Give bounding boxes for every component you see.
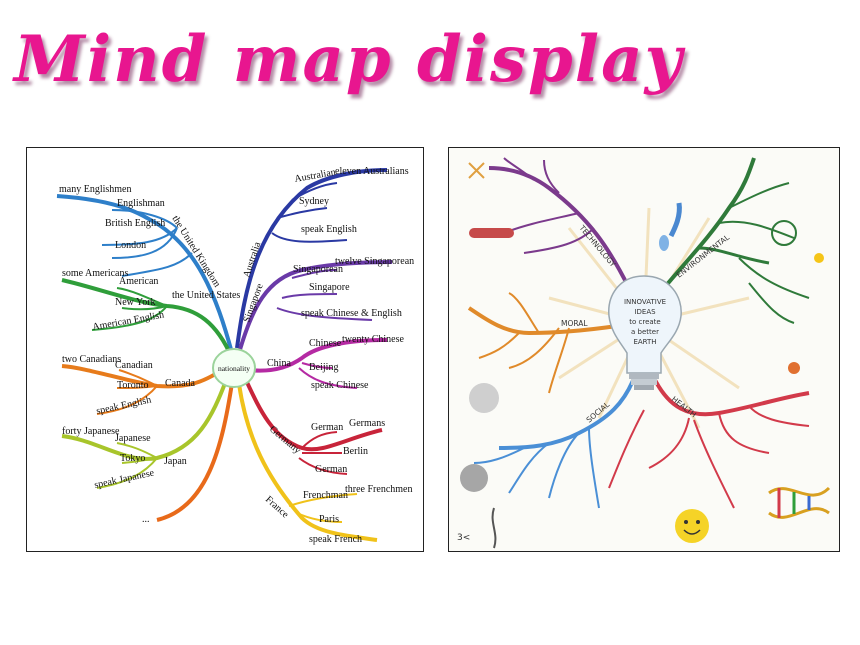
satellite-icon [468,162,485,179]
leaf-englishman: Englishman [117,198,165,209]
bulb-line-1: INNOVATIVE [624,298,666,306]
leaf-german-2: German [315,464,347,475]
leaf-paris: Paris [319,514,339,525]
leaf-many-englishmen: many Englishmen [59,184,132,195]
leaf-berlin: Berlin [343,446,368,457]
branch-label-japan: Japan [164,456,187,467]
branch-canada: Canada two Canadians Canadian Toronto sp… [61,354,224,417]
bulb-line-5: EARTH [633,338,656,346]
leaf-speak-english-au: speak English [301,224,357,235]
innovative-ideas-mind-map-graphic: TECHNOLOGY ENVIRONMENTAL MORAL [457,157,831,549]
lightbulb-icon: INNOVATIVE IDEAS to create a better EART… [608,275,682,390]
branch-more: ... [142,382,234,525]
leaf-london: London [115,240,146,251]
branch-china: China Chinese twenty Chinese Beijing spe… [248,334,404,391]
leaf-speak-english-ca: speak English [95,395,152,417]
leaf-three-frenchmen: three Frenchmen [345,484,412,495]
artist-signature: 3< [457,533,470,543]
nationality-mind-map-graphic: the United Kingdom many Englishmen Engli… [56,166,414,545]
leaf-british-english: British English [105,218,165,229]
leaf-american-english: American English [92,310,165,333]
leaf-speak-chinese: speak Chinese [311,380,369,391]
branch-label-us: the United States [172,290,240,301]
branch-technology: TECHNOLOGY [468,157,631,289]
innovative-ideas-mind-map: TECHNOLOGY ENVIRONMENTAL MORAL [448,147,840,552]
branch-label-moral: MORAL [561,319,588,328]
leaf-speak-chinese-english: speak Chinese & English [301,308,402,319]
leaf-frenchman: Frenchman [303,490,348,501]
bulb-line-3: to create [629,318,660,326]
missile-icon [469,228,514,238]
branch-singapore: Singapore Singaporean twelve Singaporean… [237,256,414,354]
slide-title: Mind map display [14,22,684,97]
rope-icon [491,507,497,549]
leaf-speak-japanese: speak Japanese [93,467,155,491]
leaf-forty-japanese: forty Japanese [62,426,120,437]
branch-label-china: China [267,358,291,369]
leaf-some-americans: some Americans [62,268,128,279]
leaf-twelve-singaporean: twelve Singaporean [335,256,414,267]
leaf-two-canadians: two Canadians [62,354,121,365]
branch-label-germany: Germany [267,424,303,456]
smiley-icon [675,509,709,543]
carrot-icon [788,362,800,374]
dna-icon [768,486,831,519]
leaf-germans: Germans [349,418,385,429]
center-label: nationality [218,364,250,373]
leaf-singaporean: Singaporean [293,264,343,275]
plate-icon [460,464,488,492]
leaf-singapore: Singapore [309,282,350,293]
nationality-mind-map: the United Kingdom many Englishmen Engli… [26,147,424,552]
branch-label-australia: Australia [241,240,263,279]
meditation-icon [469,383,499,413]
center-node: nationality [212,348,256,388]
branch-label-canada: Canada [165,378,196,389]
sun-icon [814,253,824,263]
leaf-toronto: Toronto [117,380,149,391]
leaf-sydney: Sydney [299,196,329,207]
leaf-canadian: Canadian [115,360,153,371]
branch-moral: MORAL [467,292,618,413]
leaf-german: German [311,422,343,433]
leaf-eleven-australians: eleven Australians [335,166,409,177]
leaf-american: American [119,276,158,287]
bulb-line-2: IDEAS [634,308,656,316]
leaf-new-york: New York [115,297,156,308]
leaf-beijing: Beijing [309,362,338,373]
leaf-speak-french: speak French [309,534,362,545]
branch-germany: Germany German Germans Berlin German [243,377,385,475]
branch-label-more: ... [142,514,150,525]
leaf-japanese: Japanese [115,433,151,444]
leaf-tokyo: Tokyo [120,453,145,464]
leaf-twenty-chinese: twenty Chinese [342,334,404,345]
leaf-chinese: Chinese [309,338,342,349]
water-drop-icon [668,202,682,238]
bulb-line-4: a better [631,328,659,336]
branch-label-uk: the United Kingdom [169,214,222,290]
